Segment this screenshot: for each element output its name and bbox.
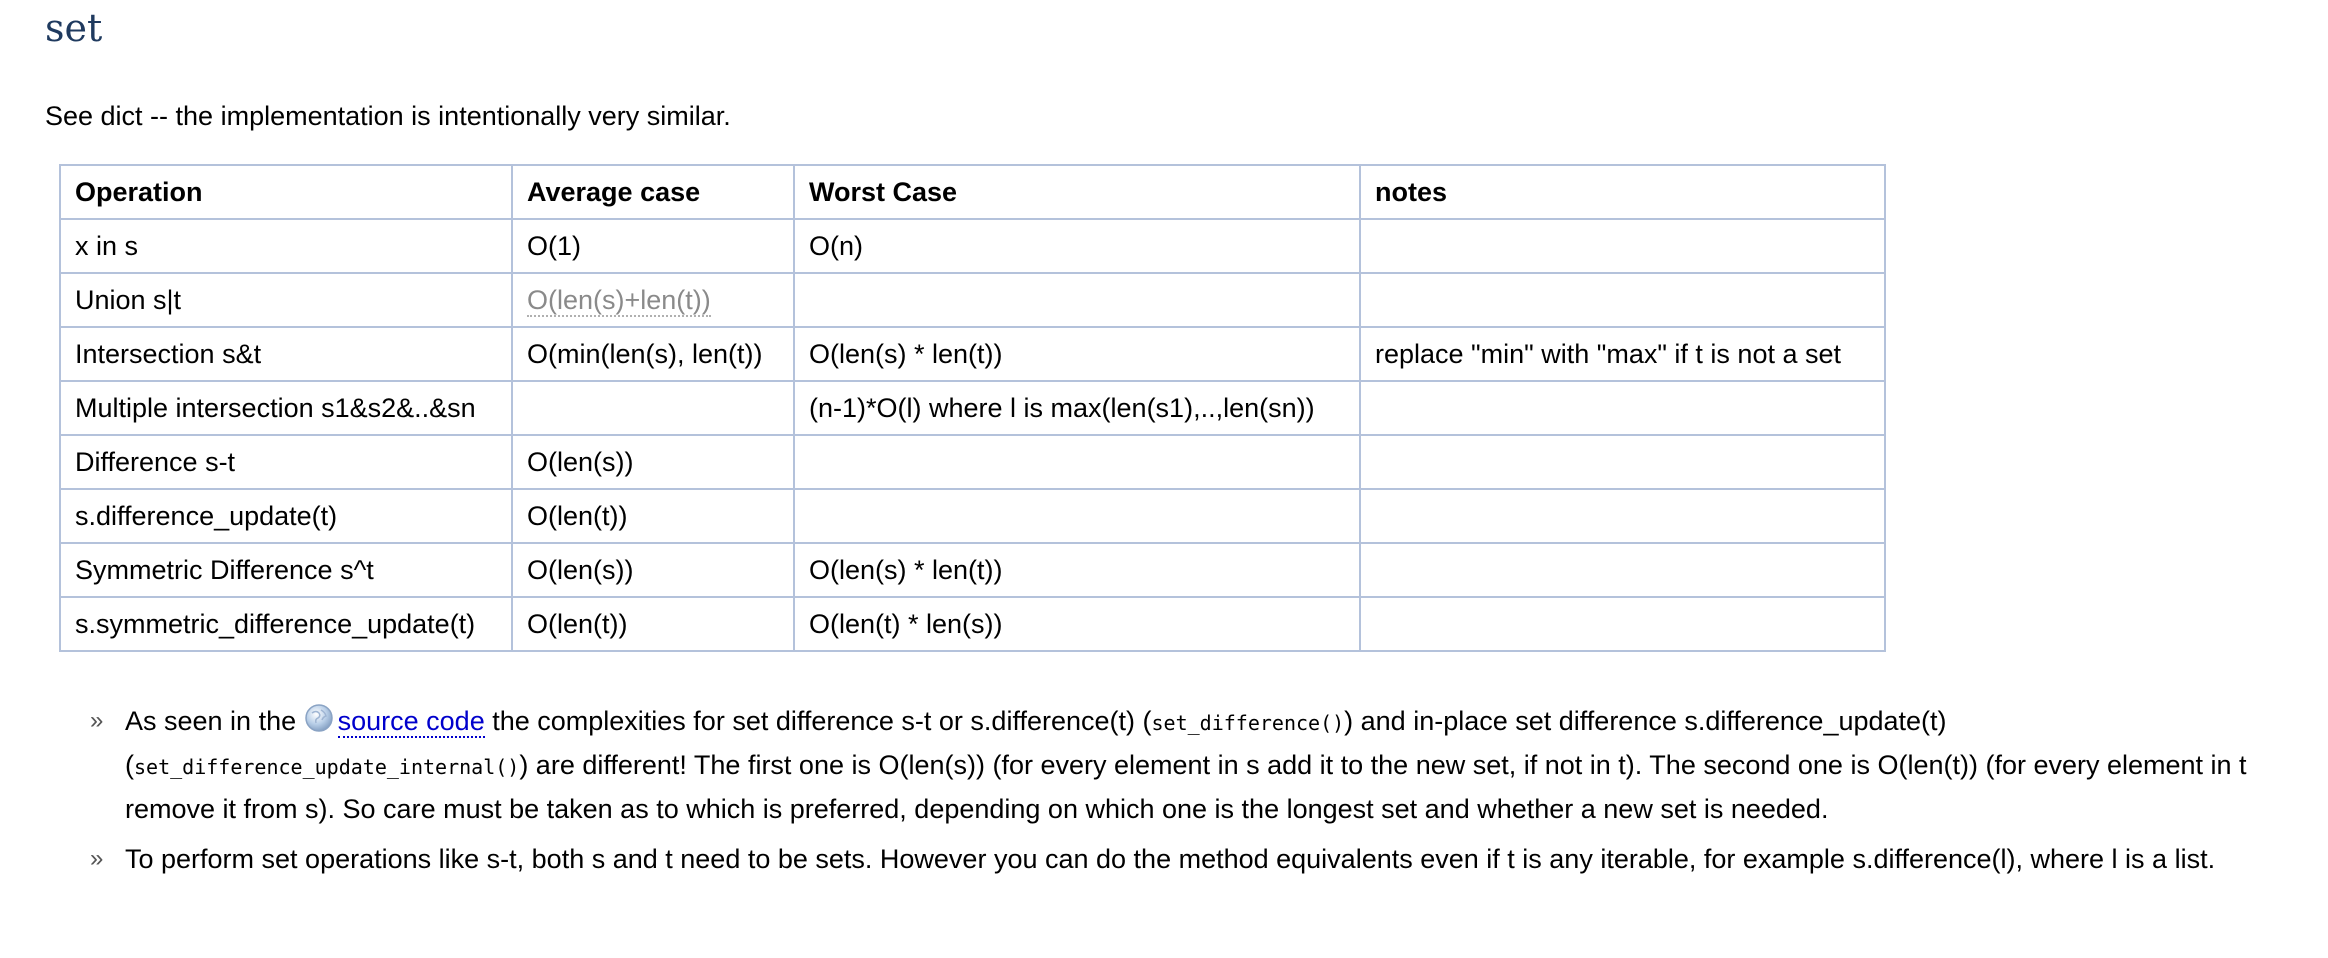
cell-average: O(len(t)) [511, 488, 795, 544]
note1-text-b: ) and in-place set difference s.differen… [125, 706, 1947, 780]
cell-notes [1359, 596, 1886, 652]
table-row: Difference s-t O(len(s)) [59, 434, 1886, 490]
cell-average: O(min(len(s), len(t)) [511, 326, 795, 382]
bullet-marker: » [90, 845, 104, 872]
note1-text-a: the complexities for set difference s-t … [484, 706, 1152, 736]
table-row: s.symmetric_difference_update(t) O(len(t… [59, 596, 1886, 652]
union-average-value: O(len(s)+len(t)) [527, 285, 711, 317]
complexity-table: Operation Average case Worst Case notes … [59, 164, 1886, 652]
globe-icon [304, 704, 333, 732]
code-set-difference: set_difference() [1151, 711, 1345, 735]
header-average-case: Average case [511, 164, 795, 220]
table-row: Symmetric Difference s^t O(len(s)) O(len… [59, 542, 1886, 598]
source-code-link[interactable]: source code [337, 706, 485, 738]
cell-notes: replace "min" with "max" if t is not a s… [1359, 326, 1886, 382]
notes-list: » As seen in the source code the complex… [90, 700, 2300, 888]
cell-notes [1359, 380, 1886, 436]
cell-notes [1359, 488, 1886, 544]
cell-operation: s.symmetric_difference_update(t) [59, 596, 513, 652]
cell-average [511, 380, 795, 436]
note2-text: To perform set operations like s-t, both… [125, 844, 2216, 874]
table-header-row: Operation Average case Worst Case notes [59, 164, 1886, 220]
cell-operation: Multiple intersection s1&s2&..&sn [59, 380, 513, 436]
cell-average: O(len(s)+len(t)) [511, 272, 795, 328]
cell-notes [1359, 272, 1886, 328]
cell-worst: O(len(s) * len(t)) [793, 326, 1361, 382]
list-item: » To perform set operations like s-t, bo… [90, 838, 2300, 880]
header-notes: notes [1359, 164, 1886, 220]
cell-worst: O(n) [793, 218, 1361, 274]
intro-text: See dict -- the implementation is intent… [45, 101, 731, 131]
cell-notes [1359, 434, 1886, 490]
cell-worst [793, 272, 1361, 328]
table-row: Union s|t O(len(s)+len(t)) [59, 272, 1886, 328]
cell-worst: O(len(t) * len(s)) [793, 596, 1361, 652]
code-set-difference-update-internal: set_difference_update_internal() [134, 755, 520, 779]
cell-operation: x in s [59, 218, 513, 274]
bullet-marker: » [90, 707, 104, 734]
header-operation: Operation [59, 164, 513, 220]
cell-operation: s.difference_update(t) [59, 488, 513, 544]
table-row: Intersection s&t O(min(len(s), len(t)) O… [59, 326, 1886, 382]
cell-operation: Intersection s&t [59, 326, 513, 382]
table-row: Multiple intersection s1&s2&..&sn (n-1)*… [59, 380, 1886, 436]
header-worst-case: Worst Case [793, 164, 1361, 220]
table-row: s.difference_update(t) O(len(t)) [59, 488, 1886, 544]
cell-average: O(len(s)) [511, 542, 795, 598]
cell-worst: (n-1)*O(l) where l is max(len(s1),..,len… [793, 380, 1361, 436]
cell-worst [793, 488, 1361, 544]
cell-notes [1359, 542, 1886, 598]
cell-worst: O(len(s) * len(t)) [793, 542, 1361, 598]
list-item: » As seen in the source code the complex… [90, 700, 2300, 830]
cell-notes [1359, 218, 1886, 274]
cell-average: O(len(s)) [511, 434, 795, 490]
note1-intro: As seen in the [125, 706, 304, 736]
section-heading: set [45, 6, 103, 50]
cell-average: O(len(t)) [511, 596, 795, 652]
table-row: x in s O(1) O(n) [59, 218, 1886, 274]
cell-average: O(1) [511, 218, 795, 274]
cell-operation: Difference s-t [59, 434, 513, 490]
cell-worst [793, 434, 1361, 490]
cell-operation: Symmetric Difference s^t [59, 542, 513, 598]
cell-operation: Union s|t [59, 272, 513, 328]
note1-text-c: ) are different! The first one is O(len(… [125, 750, 2247, 824]
